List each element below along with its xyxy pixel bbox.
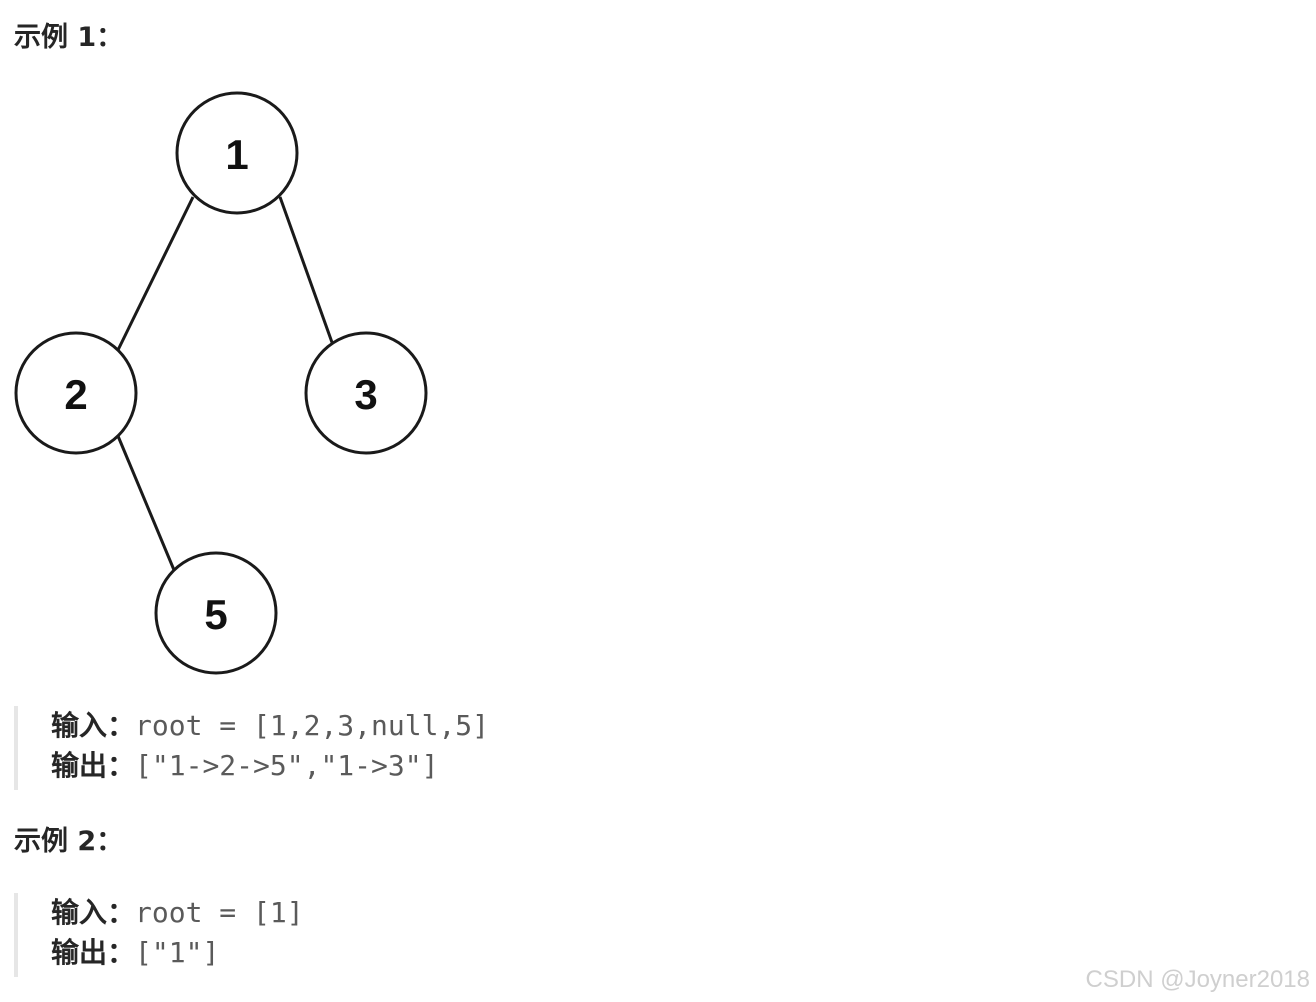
- example-1-input-line: 输入：root = [1,2,3,null,5]: [51, 706, 489, 746]
- edge-2-5: [116, 435, 176, 571]
- input-value: root = [1,2,3,null,5]: [135, 709, 490, 742]
- node-circle: [154, 551, 278, 675]
- binary-tree-diagram: 1 2 3 5: [14, 91, 428, 675]
- node-label: 1: [225, 131, 248, 178]
- output-label: 输出：: [51, 936, 136, 969]
- example-2-output-line: 输出：["1"]: [51, 933, 304, 973]
- example-2-heading: 示例 2：: [14, 826, 124, 857]
- node-circle: [14, 331, 138, 455]
- example-1-io-block: 输入：root = [1,2,3,null,5] 输出：["1->2->5","…: [14, 706, 489, 790]
- csdn-watermark: CSDN @Joyner2018: [1085, 966, 1310, 993]
- node-label: 5: [204, 591, 227, 638]
- example-1-heading: 示例 1：: [14, 22, 124, 53]
- edge-1-2: [116, 196, 195, 351]
- example-2-io-block: 输入：root = [1] 输出：["1"]: [14, 893, 304, 977]
- example-2-input-line: 输入：root = [1]: [51, 893, 304, 933]
- tree-node-3: 3: [304, 331, 428, 455]
- node-circle: [304, 331, 428, 455]
- tree-node-1: 1: [175, 91, 299, 215]
- node-circle: [175, 91, 299, 215]
- input-label: 输入：: [51, 896, 136, 929]
- output-label: 输出：: [51, 749, 136, 782]
- tree-node-5: 5: [154, 551, 278, 675]
- input-value: root = [1]: [135, 896, 304, 929]
- edge-1-3: [278, 196, 336, 349]
- output-value: ["1"]: [135, 936, 220, 969]
- tree-edges: [116, 196, 336, 571]
- input-label: 输入：: [51, 709, 136, 742]
- output-value: ["1->2->5","1->3"]: [135, 749, 439, 782]
- node-label: 2: [64, 371, 87, 418]
- tree-node-2: 2: [14, 331, 138, 455]
- example-1-output-line: 输出：["1->2->5","1->3"]: [51, 746, 489, 786]
- node-label: 3: [354, 371, 377, 418]
